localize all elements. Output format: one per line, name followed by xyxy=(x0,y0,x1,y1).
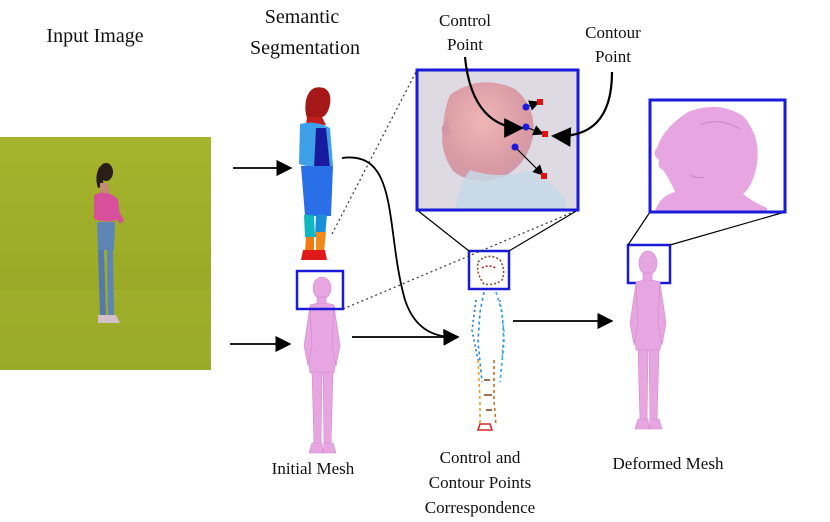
segmentation-to-correspondence-arrow xyxy=(341,156,460,346)
input-photo xyxy=(0,137,211,370)
zoom-line-bottom xyxy=(342,209,579,310)
zoom-line-top xyxy=(331,69,418,235)
contour-point-pointer xyxy=(551,71,614,147)
deformed-callout-left xyxy=(627,211,651,246)
correspondence-arrow-3 xyxy=(514,146,544,176)
zoomed-deformed-box xyxy=(648,98,787,214)
deformed-callout-right xyxy=(669,211,786,246)
correspondence-head-box xyxy=(467,249,511,291)
input-image-label: Input Image xyxy=(46,25,144,47)
zoomed-deformed-view xyxy=(650,100,785,212)
control-point-label-line1: Control xyxy=(439,11,491,30)
deformed-mesh-figure xyxy=(629,250,667,430)
initial-mesh-label: Initial Mesh xyxy=(271,459,355,478)
deformed-mesh-label: Deformed Mesh xyxy=(612,454,724,473)
control-point-1 xyxy=(522,103,530,111)
control-point-2 xyxy=(522,123,530,131)
correspondence-label-line3: Correspondence xyxy=(424,498,536,517)
zoomed-correspondence-view xyxy=(417,70,578,210)
correspondence-label-line1: Control and xyxy=(439,448,521,467)
contour-point-2 xyxy=(542,131,548,137)
semantic-segmentation-label-line2: Segmentation xyxy=(250,37,360,59)
callout-line-left xyxy=(416,209,470,252)
contour-point-1 xyxy=(537,99,543,105)
control-point-3 xyxy=(511,143,519,151)
contour-point-label-line1: Contour xyxy=(585,23,641,42)
control-point-label-line2: Point xyxy=(447,35,483,54)
control-point-pointer xyxy=(463,56,524,138)
semantic-segmentation-label-line1: Semantic xyxy=(264,6,340,28)
correspondence-point-figure xyxy=(471,255,505,431)
person-figure xyxy=(94,163,124,323)
callout-line-right xyxy=(508,209,579,252)
zoomed-correspondence-box xyxy=(415,68,580,212)
segmentation-figure xyxy=(299,87,333,260)
initial-mesh-head-box xyxy=(295,269,345,311)
contour-point-label-line2: Point xyxy=(595,47,631,66)
initial-mesh-figure xyxy=(303,276,341,454)
contour-point-3 xyxy=(541,173,547,179)
correspondence-label-line2: Contour Points xyxy=(428,473,532,492)
